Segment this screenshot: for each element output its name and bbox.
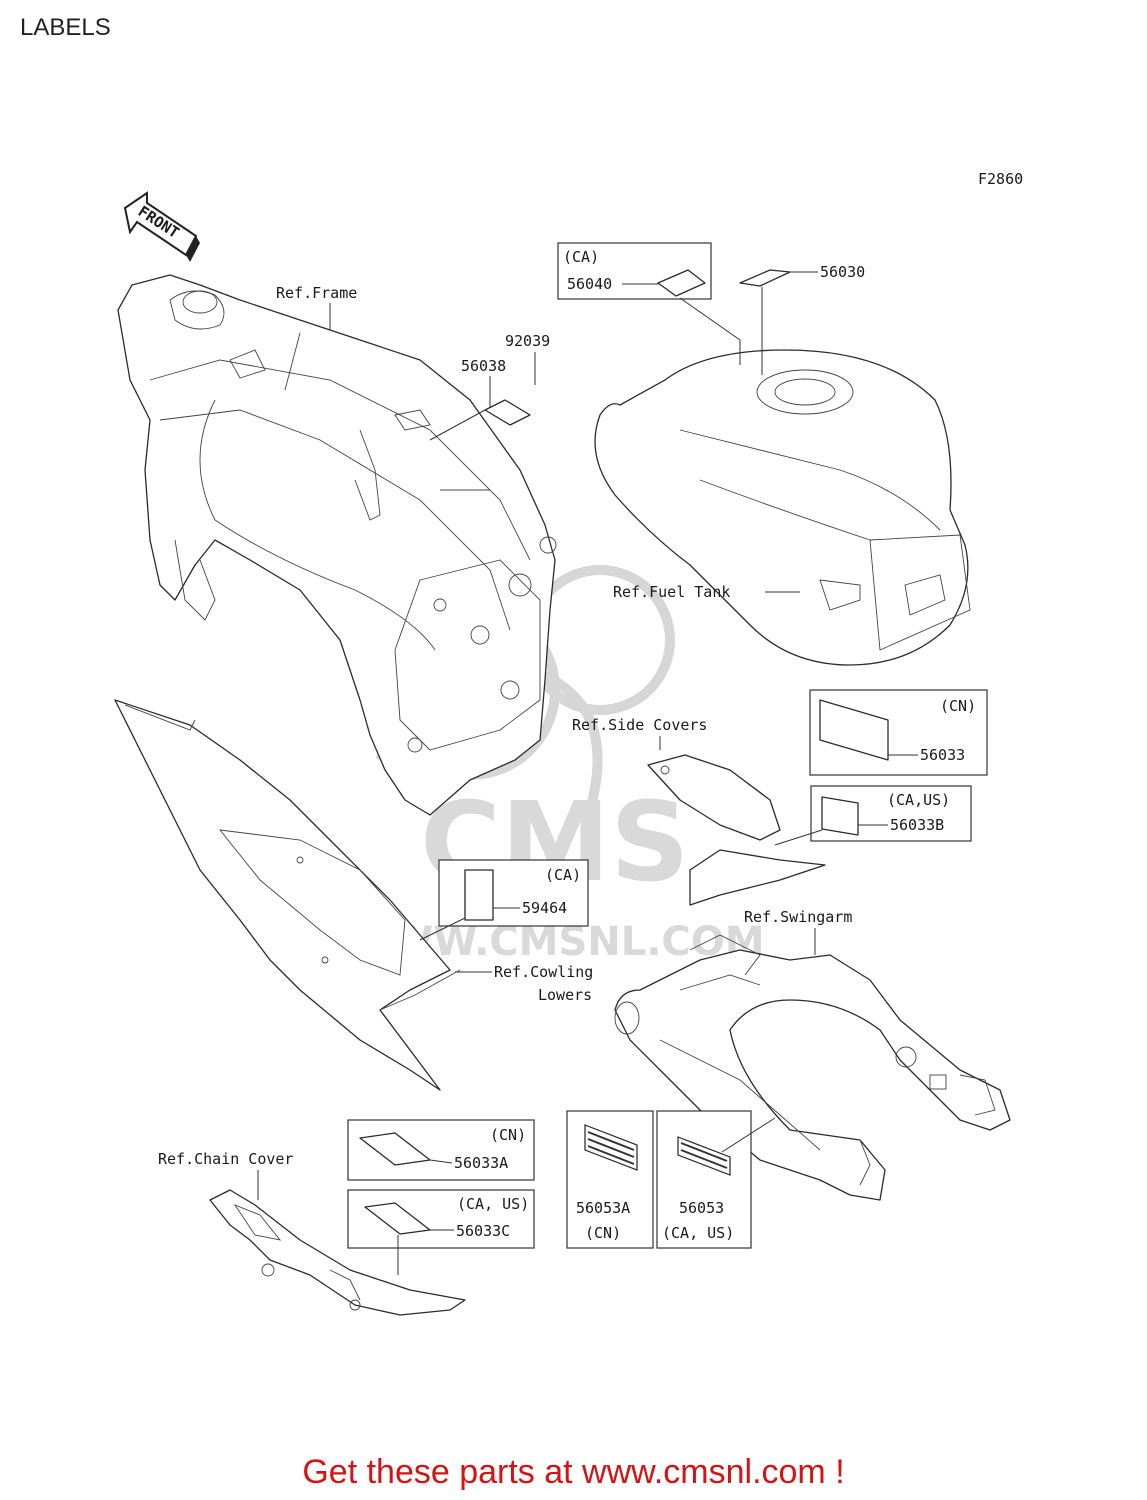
region-ca-59464: (CA) xyxy=(545,866,581,884)
chain-cover-drawing xyxy=(209,1189,466,1316)
ref-fuel-tank-label: Ref.Fuel Tank xyxy=(613,583,730,601)
region-ca-56040: (CA) xyxy=(563,248,599,266)
label-56053-shape xyxy=(677,1136,731,1176)
ref-cowling-lowers-label-2: Lowers xyxy=(538,986,592,1004)
option-box-59464 xyxy=(438,859,589,927)
figure-code: F2860 xyxy=(978,170,1023,188)
part-56053-label: 56053 xyxy=(679,1199,724,1217)
region-ca-us-56033B: (CA,US) xyxy=(887,791,950,809)
side-covers-drawing xyxy=(647,754,826,906)
region-cn-56053A: (CN) xyxy=(585,1224,621,1242)
front-arrow-icon: FRONT xyxy=(123,191,200,262)
option-box-56033C xyxy=(347,1189,535,1249)
fuel-tank-drawing xyxy=(594,349,971,666)
part-56038-label: 56038 xyxy=(461,357,506,375)
part-56033B-label: 56033B xyxy=(890,816,944,834)
part-56033A-label: 56033A xyxy=(454,1154,508,1172)
part-56040-label: 56040 xyxy=(567,275,612,293)
swingarm-drawing xyxy=(614,934,1011,1201)
footer-cta-link[interactable]: Get these parts at www.cmsnl.com ! xyxy=(302,1453,845,1491)
part-56030-label: 56030 xyxy=(820,263,865,281)
region-cn-56033A: (CN) xyxy=(490,1126,526,1144)
part-92039-label: 92039 xyxy=(505,332,550,350)
option-box-56053A xyxy=(566,1110,654,1249)
page-title: LABELS xyxy=(20,14,111,41)
label-56030-shape xyxy=(739,269,791,287)
ref-frame-label: Ref.Frame xyxy=(276,284,357,302)
ref-swingarm-label: Ref.Swingarm xyxy=(744,908,852,926)
part-56053A-label: 56053A xyxy=(576,1199,630,1217)
frame-drawing xyxy=(117,274,557,816)
label-56040-shape xyxy=(657,269,706,297)
region-ca-us-56033C: (CA, US) xyxy=(457,1195,529,1213)
option-box-56053 xyxy=(656,1110,752,1249)
label-56038-shape xyxy=(484,399,531,426)
ref-side-covers-label: Ref.Side Covers xyxy=(572,716,707,734)
part-56033-label: 56033 xyxy=(920,746,965,764)
ref-chain-cover-label: Ref.Chain Cover xyxy=(158,1150,293,1168)
region-ca-us-56053: (CA, US) xyxy=(662,1224,734,1242)
part-59464-label: 59464 xyxy=(522,899,567,917)
region-cn-56033: (CN) xyxy=(940,697,976,715)
label-56053A-shape xyxy=(584,1124,638,1171)
ref-cowling-lowers-label-1: Ref.Cowling xyxy=(494,963,593,981)
part-56033C-label: 56033C xyxy=(456,1222,510,1240)
label-59464-shape xyxy=(464,869,494,921)
label-56033B-shape xyxy=(821,796,859,836)
cowling-lowers-drawing xyxy=(114,699,461,1091)
label-56033-shape xyxy=(819,699,889,761)
